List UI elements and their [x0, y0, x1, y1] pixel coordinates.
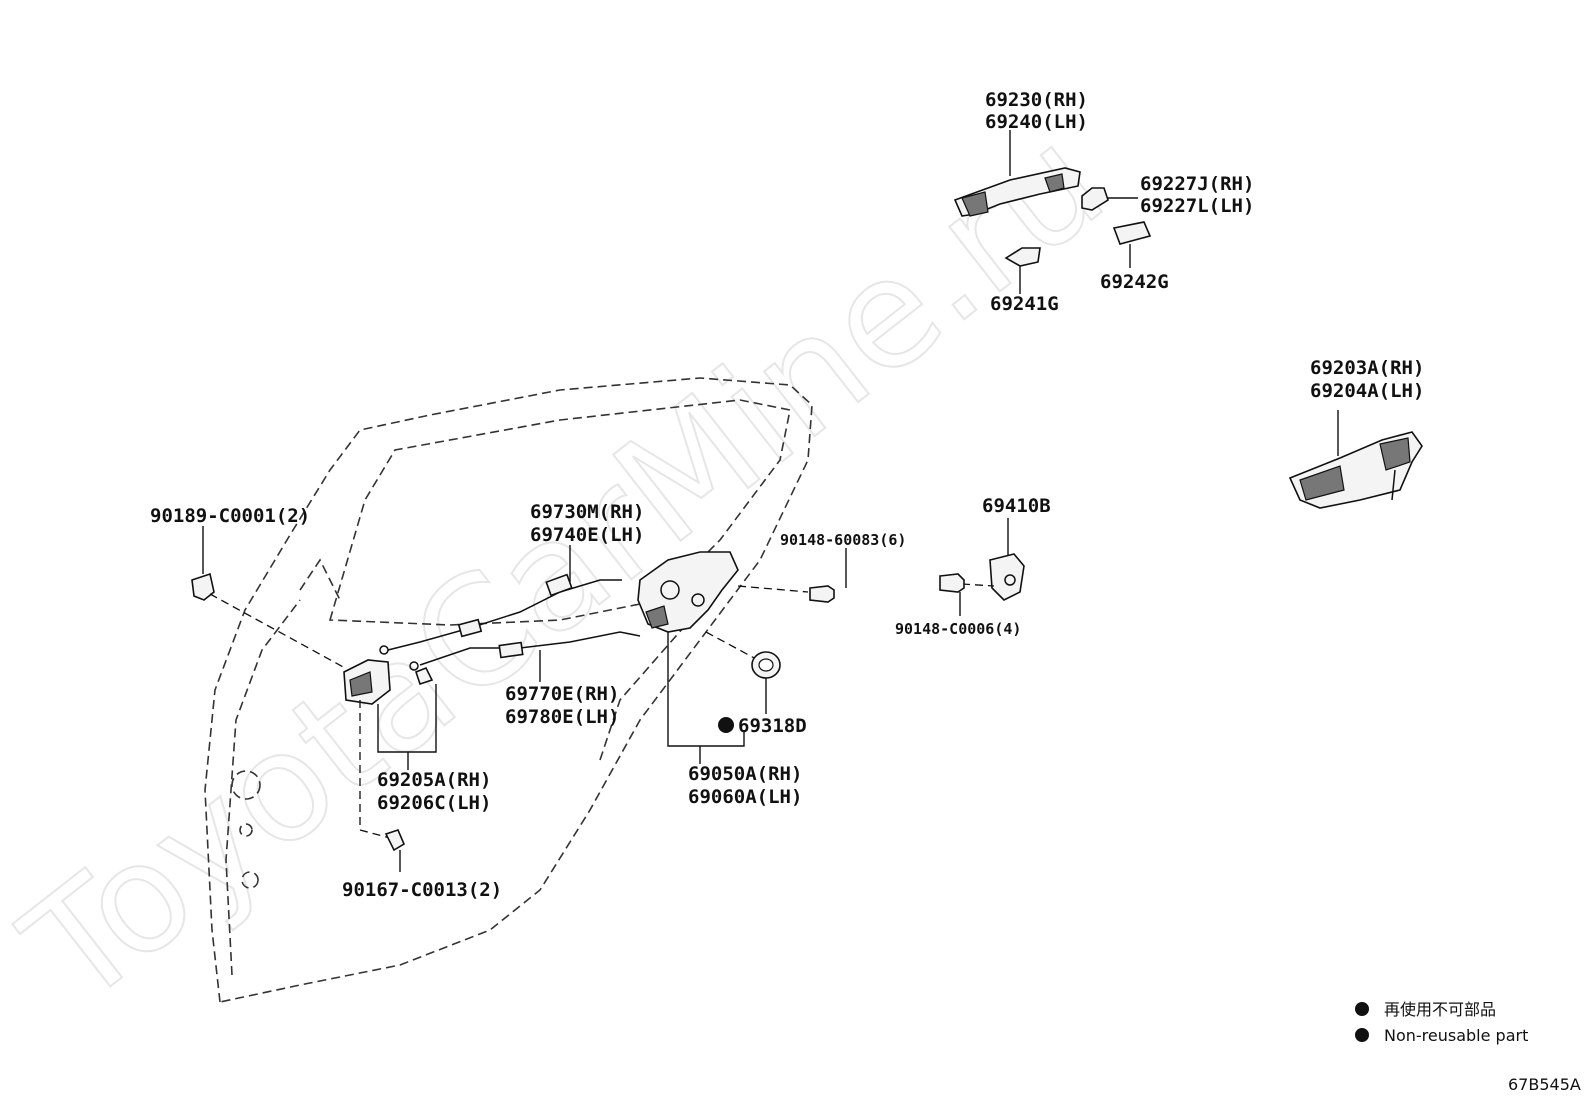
label-69050A: 69050A(RH) [688, 763, 802, 785]
label-69730M: 69730M(RH) [530, 501, 644, 523]
screw-90167 [384, 829, 406, 852]
bracket-69050A [667, 632, 745, 747]
label-90148-C0006: 90148-C0006(4) [895, 620, 1021, 638]
bracket-69205A [377, 684, 437, 753]
seal-69318D [751, 651, 781, 679]
label-69740E: 69740E(LH) [530, 524, 644, 546]
handle-pad-rear [1112, 221, 1152, 245]
dash-90167-b [359, 829, 391, 839]
label-69241G: 69241G [990, 293, 1059, 315]
dash-69318D [705, 631, 759, 661]
label-69227L: 69227L(LH) [1140, 195, 1254, 217]
legend: 再使用不可部品 Non-reusable part [1355, 1000, 1528, 1045]
handle-cap [1081, 187, 1109, 211]
lock-cables [379, 573, 641, 671]
label-90167: 90167-C0013(2) [342, 879, 502, 901]
nonreusable-mark-69318D [718, 717, 734, 733]
door-outline [204, 377, 813, 1003]
screw-90148-60083 [809, 585, 835, 603]
dash-90148-C0006 [961, 583, 995, 587]
label-69227J: 69227J(RH) [1140, 173, 1254, 195]
label-69240: 69240(LH) [985, 111, 1088, 133]
label-90148-60083: 90148-60083(6) [780, 531, 906, 549]
watermark: ToyotaCarMine.ru [0, 94, 1135, 1038]
label-69230: 69230(RH) [985, 89, 1088, 111]
clip-90189 [191, 572, 215, 601]
legend-en: Non-reusable part [1384, 1026, 1528, 1045]
dash-90148-60083 [737, 585, 809, 593]
striker-69410B [989, 553, 1025, 601]
label-69206C: 69206C(LH) [377, 792, 491, 814]
label-69410B: 69410B [982, 495, 1051, 517]
label-69770E: 69770E(RH) [505, 683, 619, 705]
handle-frame [1288, 431, 1423, 509]
legend-dot-en [1355, 1028, 1369, 1042]
label-69318D: 69318D [738, 715, 807, 737]
label-69203A: 69203A(RH) [1310, 357, 1424, 379]
label-69780E: 69780E(LH) [505, 706, 619, 728]
inside-handle [343, 659, 434, 705]
label-69205A: 69205A(RH) [377, 769, 491, 791]
outside-handle [953, 167, 1081, 217]
label-69060A: 69060A(LH) [688, 786, 802, 808]
label-90189: 90189-C0001(2) [150, 505, 310, 527]
handle-pad-front [1004, 247, 1041, 267]
dash-90189 [209, 593, 346, 669]
screw-90148-C0006 [939, 573, 965, 593]
label-69204A: 69204A(LH) [1310, 380, 1424, 402]
legend-jp: 再使用不可部品 [1384, 1000, 1496, 1019]
diagram-code: 67B545A [1508, 1075, 1581, 1094]
door-lock-assembly [637, 551, 739, 633]
label-69242G: 69242G [1100, 271, 1169, 293]
legend-dot-jp [1355, 1002, 1369, 1016]
